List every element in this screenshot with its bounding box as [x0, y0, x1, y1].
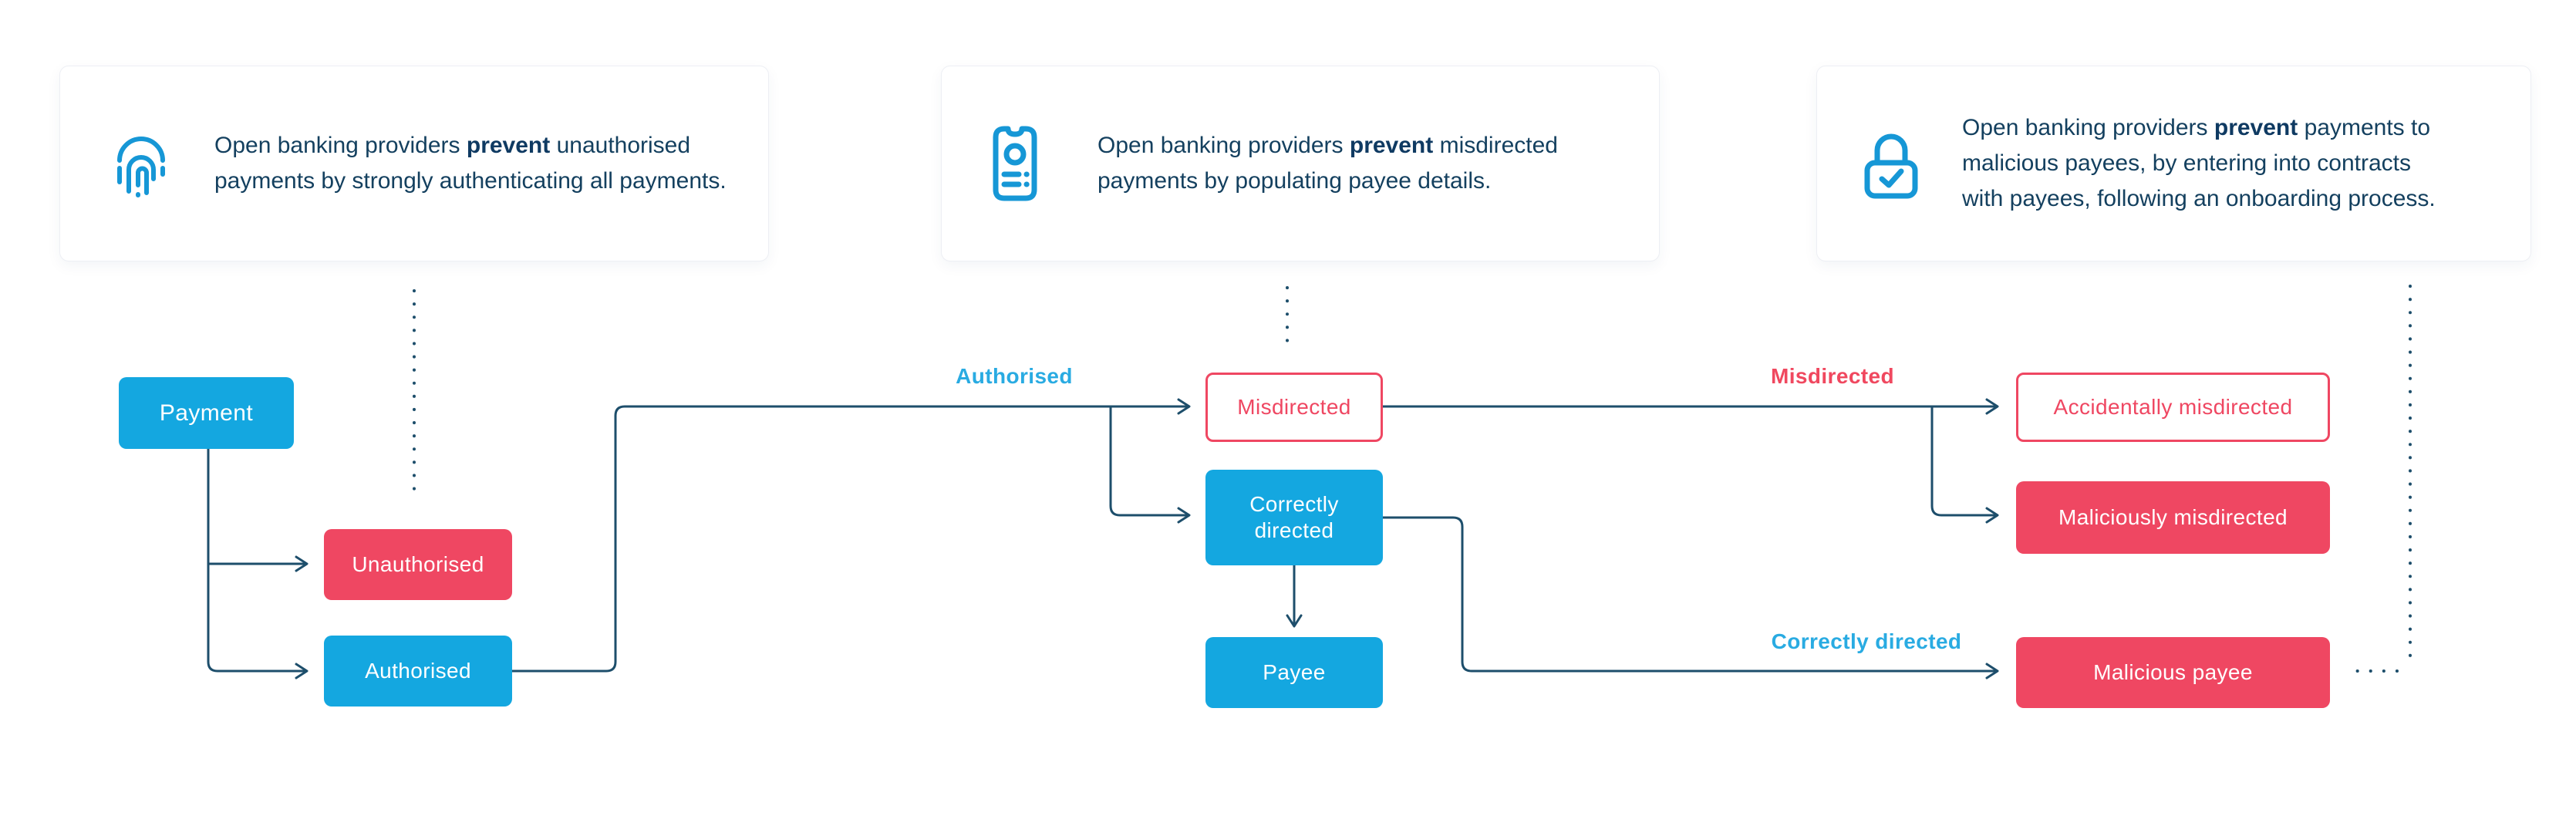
- edge-label-misdirected: Misdirected: [1771, 364, 1894, 388]
- card-text-bold: prevent: [1349, 133, 1434, 158]
- card-text-segment: unauthorised payments by strongly authen…: [214, 133, 727, 194]
- node-unauthorised: Unauthorised: [324, 529, 512, 600]
- edge-label-authorised: Authorised: [956, 364, 1073, 388]
- node-accidentally-misdirected: Accidentally misdirected: [2016, 373, 2330, 442]
- lock-icon: [1860, 127, 1922, 200]
- card-text: Open banking providers prevent payments …: [1962, 110, 2436, 217]
- card-text-bold: prevent: [2214, 115, 2298, 140]
- node-payment: Payment: [119, 377, 294, 449]
- phone-icon: [991, 125, 1039, 202]
- card-text: Open banking providers prevent unauthori…: [214, 128, 727, 199]
- card-text-segment: payments to malicious payees, by enterin…: [1962, 115, 2436, 211]
- info-card-onboarding: Open banking providers prevent payments …: [1816, 66, 2531, 261]
- node-payee: Payee: [1205, 637, 1383, 708]
- card-text-segment: Open banking providers: [214, 133, 467, 158]
- node-misdirected: Misdirected: [1205, 373, 1383, 442]
- info-card-authentication: Open banking providers prevent unauthori…: [59, 66, 769, 261]
- card-text-segment: Open banking providers: [1962, 115, 2214, 140]
- edge-label-correctly-directed: Correctly directed: [1771, 629, 1962, 653]
- card-text-segment: Open banking providers: [1097, 133, 1350, 158]
- node-correctly-directed: Correctly directed: [1205, 470, 1383, 565]
- node-malicious-payee: Malicious payee: [2016, 637, 2330, 708]
- node-maliciously-misdirected: Maliciously misdirected: [2016, 481, 2330, 554]
- card-text-segment: misdirected payments by populating payee…: [1097, 133, 1558, 194]
- fingerprint-icon: [113, 130, 170, 197]
- node-authorised: Authorised: [324, 636, 512, 707]
- card-text: Open banking providers prevent misdirect…: [1097, 128, 1558, 199]
- card-text-bold: prevent: [466, 133, 551, 158]
- info-card-payee-details: Open banking providers prevent misdirect…: [941, 66, 1660, 261]
